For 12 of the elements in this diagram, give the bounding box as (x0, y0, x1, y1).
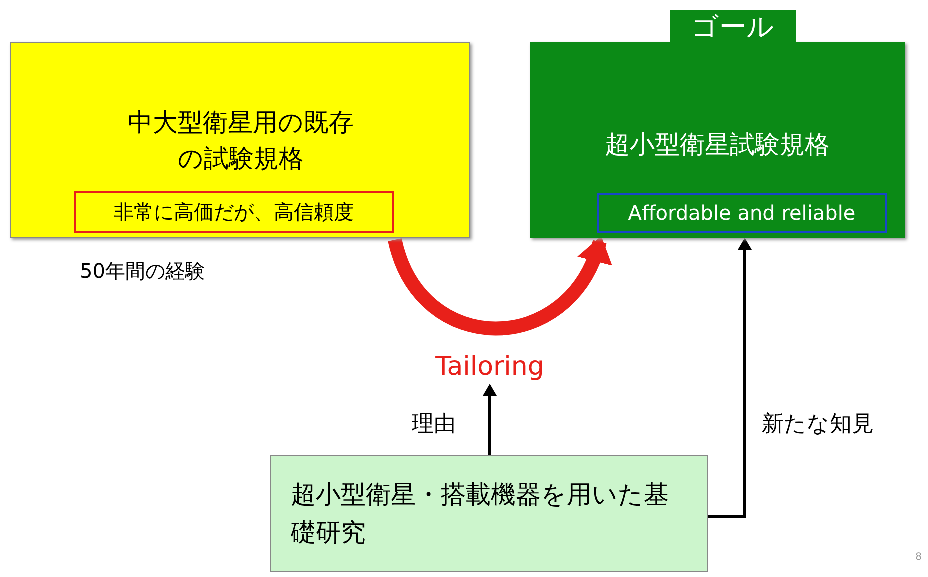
arrow (708, 238, 752, 518)
process-box (10, 42, 470, 238)
box-title: 中大型衛星用の既存の試験規格 (127, 107, 355, 175)
goal-tab: ゴール (670, 10, 796, 46)
curved-arrow (388, 236, 610, 336)
highlight-box: Affordable and reliable (597, 193, 887, 233)
process-box: 超小型衛星・搭載機器を用いた基礎研究 (270, 455, 708, 572)
highlight-box: 非常に高価だが、高信頼度 (74, 191, 394, 233)
arrow (483, 384, 497, 455)
box-title: 超小型衛星試験規格 (604, 129, 831, 161)
page-number: 8 (916, 551, 922, 565)
node-caption: 50年間の経験 (80, 258, 206, 285)
